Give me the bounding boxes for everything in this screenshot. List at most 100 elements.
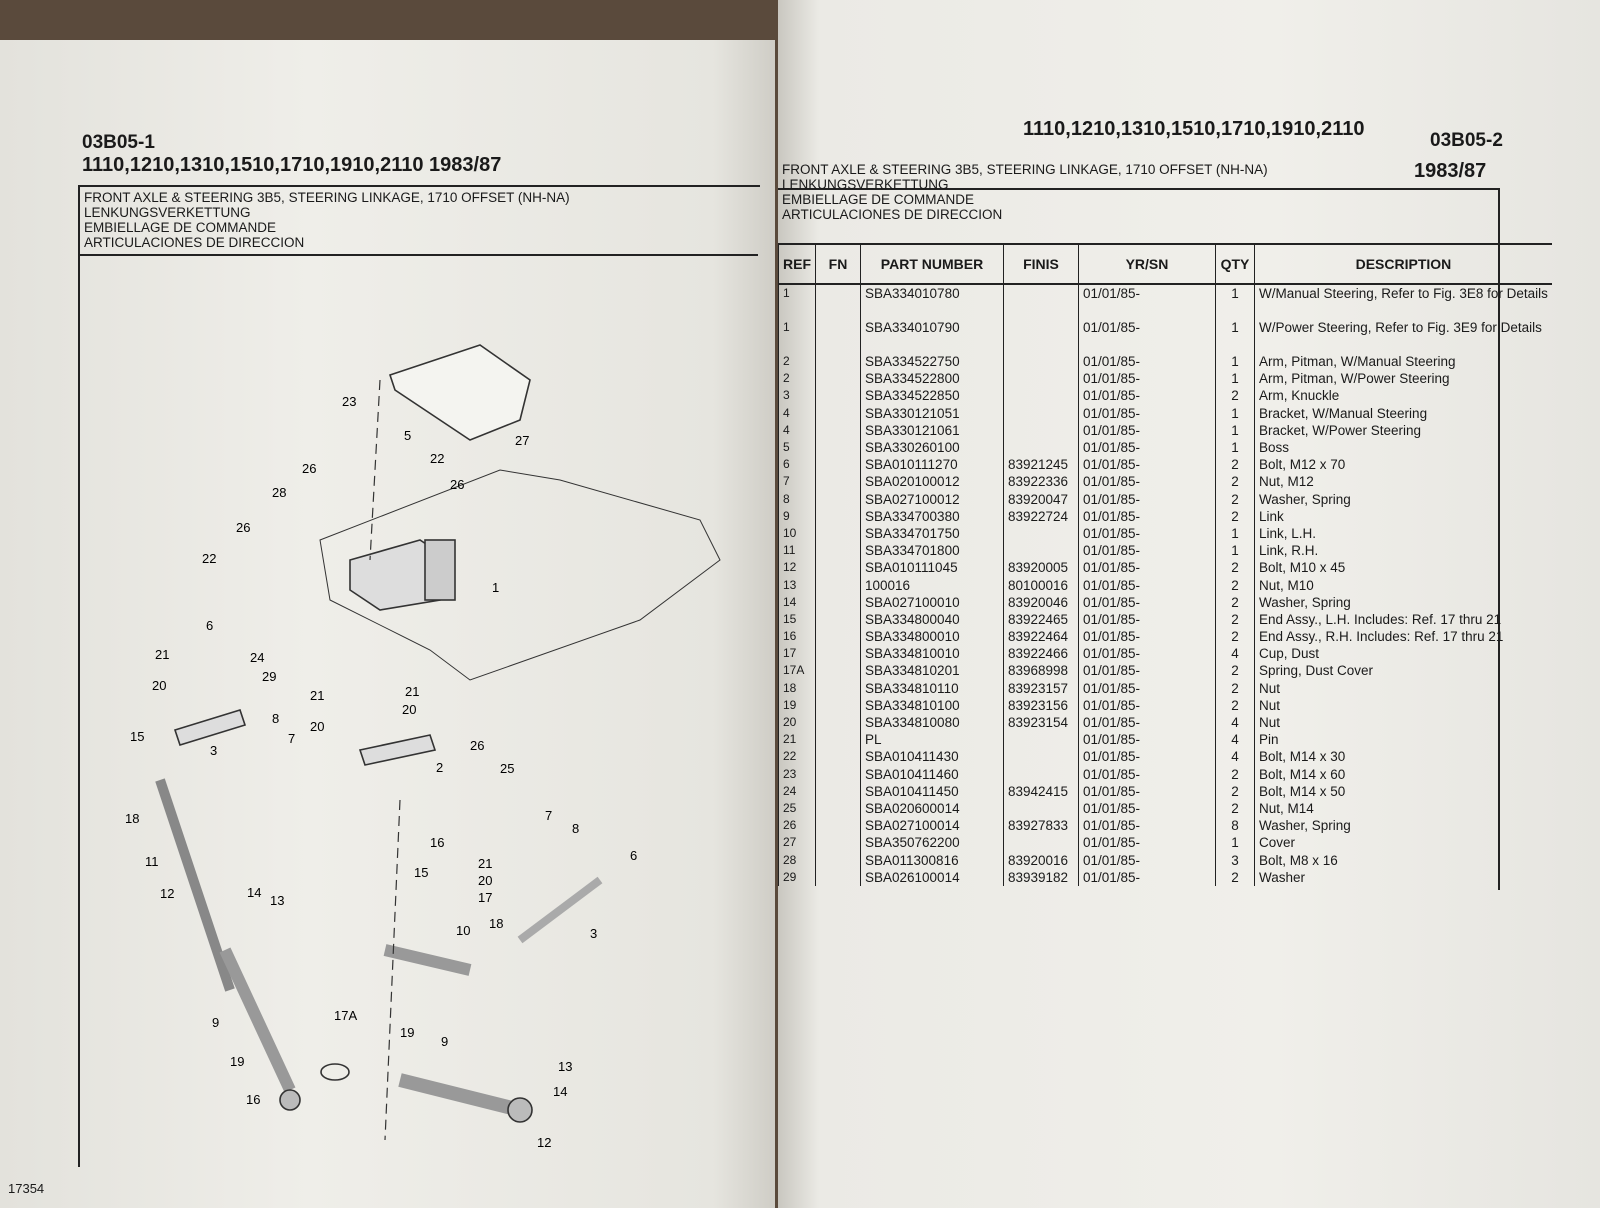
cell-desc: Washer bbox=[1253, 868, 1552, 886]
callout-label: 3 bbox=[210, 743, 217, 758]
callout-label: 21 bbox=[478, 856, 492, 871]
cell-pn: SBA334701800 bbox=[860, 542, 1004, 560]
model-list: 1110,1210,1310,1510,1710,1910,2110 1983/… bbox=[82, 154, 502, 176]
cell-fin bbox=[1003, 438, 1079, 457]
cell-yr: 01/01/85- bbox=[1078, 817, 1216, 835]
cell-yr: 01/01/85- bbox=[1078, 628, 1216, 646]
cell-fn bbox=[815, 782, 861, 800]
cell-fn bbox=[815, 593, 861, 611]
callout-label: 17A bbox=[334, 1008, 357, 1023]
callout-label: 20 bbox=[152, 678, 166, 693]
callout-label: 22 bbox=[202, 551, 216, 566]
title-fr: EMBIELLAGE DE COMMANDE bbox=[84, 220, 277, 235]
page-number: 17354 bbox=[8, 1181, 45, 1196]
cell-yr: 01/01/85- bbox=[1078, 679, 1216, 697]
title-en: FRONT AXLE & STEERING 3B5, STEERING LINK… bbox=[84, 190, 570, 205]
cell-pn: SBA330121061 bbox=[860, 421, 1004, 439]
cell-yr: 01/01/85- bbox=[1078, 782, 1216, 800]
cell-fin: 83968998 bbox=[1003, 662, 1079, 680]
cell-fn bbox=[815, 438, 861, 457]
callout-label: 20 bbox=[310, 719, 324, 734]
cell-yr: 01/01/85- bbox=[1078, 799, 1216, 818]
cell-ref: 13 bbox=[778, 576, 816, 594]
cell-pn: SBA334700380 bbox=[860, 507, 1004, 525]
cell-ref: 2 bbox=[778, 353, 816, 371]
cell-fn bbox=[815, 679, 861, 697]
callout-label: 26 bbox=[470, 738, 484, 753]
cell-yr: 01/01/85- bbox=[1078, 353, 1216, 371]
cell-fin bbox=[1003, 284, 1079, 319]
cell-pn: SBA010411430 bbox=[860, 748, 1004, 766]
cell-fin: 83939182 bbox=[1003, 868, 1079, 886]
cell-ref: 12 bbox=[778, 559, 816, 577]
model-list: 1110,1210,1310,1510,1710,1910,2110 bbox=[1023, 118, 1365, 140]
cell-fin bbox=[1003, 404, 1079, 422]
cell-desc: Bracket, W/Manual Steering bbox=[1253, 404, 1552, 422]
cell-pn: SBA010111045 bbox=[860, 559, 1004, 577]
cell-yr: 01/01/85- bbox=[1078, 713, 1216, 732]
cell-fn bbox=[815, 696, 861, 714]
cell-pn: SBA020600014 bbox=[860, 799, 1004, 818]
title-de: LENKUNGSVERKETTUNG bbox=[84, 205, 251, 220]
cell-fn bbox=[815, 542, 861, 560]
callout-label: 18 bbox=[125, 811, 139, 826]
callout-label: 7 bbox=[545, 808, 552, 823]
cell-desc: Bolt, M8 x 16 bbox=[1253, 851, 1552, 869]
column-header: FINIS bbox=[1003, 244, 1079, 285]
cell-fn bbox=[815, 748, 861, 766]
cell-pn: SBA334810201 bbox=[860, 662, 1004, 680]
cell-pn: SBA026100014 bbox=[860, 868, 1004, 886]
callout-label: 21 bbox=[310, 688, 324, 703]
cell-fin: 83923156 bbox=[1003, 696, 1079, 714]
cell-pn: SBA334010790 bbox=[860, 319, 1004, 353]
cell-qty: 1 bbox=[1215, 353, 1255, 371]
cell-desc: Bolt, M14 x 60 bbox=[1253, 765, 1552, 783]
cell-qty: 1 bbox=[1215, 284, 1255, 319]
cell-pn: SBA334810080 bbox=[860, 713, 1004, 732]
cell-fin: 83922336 bbox=[1003, 473, 1079, 491]
cell-fin: 83920016 bbox=[1003, 851, 1079, 869]
cell-desc: Washer, Spring bbox=[1253, 817, 1552, 835]
title-fr: EMBIELLAGE DE COMMANDE bbox=[782, 192, 975, 207]
cell-fn bbox=[815, 559, 861, 577]
cell-qty: 1 bbox=[1215, 542, 1255, 560]
cell-fn bbox=[815, 799, 861, 818]
callout-label: 15 bbox=[414, 865, 428, 880]
right-page: 1110,1210,1310,1510,1710,1910,2110 03B05… bbox=[778, 0, 1600, 1208]
cell-pn: SBA011300816 bbox=[860, 851, 1004, 869]
cell-yr: 01/01/85- bbox=[1078, 765, 1216, 783]
cell-ref: 21 bbox=[778, 731, 816, 749]
cell-desc: Pin bbox=[1253, 731, 1552, 749]
cell-qty: 2 bbox=[1215, 610, 1255, 628]
cell-qty: 2 bbox=[1215, 799, 1255, 818]
callout-label: 6 bbox=[630, 848, 637, 863]
cell-yr: 01/01/85- bbox=[1078, 438, 1216, 457]
cell-qty: 4 bbox=[1215, 731, 1255, 749]
cell-desc: Bolt, M10 x 45 bbox=[1253, 559, 1552, 577]
cell-fn bbox=[815, 490, 861, 508]
cell-fin: 83920046 bbox=[1003, 593, 1079, 611]
cell-pn: SBA020100012 bbox=[860, 473, 1004, 491]
cell-yr: 01/01/85- bbox=[1078, 576, 1216, 594]
cell-yr: 01/01/85- bbox=[1078, 748, 1216, 766]
callout-label: 19 bbox=[230, 1054, 244, 1069]
cell-desc: Nut bbox=[1253, 679, 1552, 697]
cell-desc: Spring, Dust Cover bbox=[1253, 662, 1552, 680]
cell-qty: 2 bbox=[1215, 559, 1255, 577]
page-code: 03B05-1 bbox=[82, 132, 155, 153]
cell-yr: 01/01/85- bbox=[1078, 542, 1216, 560]
cell-yr: 01/01/85- bbox=[1078, 524, 1216, 543]
cell-ref: 6 bbox=[778, 456, 816, 474]
